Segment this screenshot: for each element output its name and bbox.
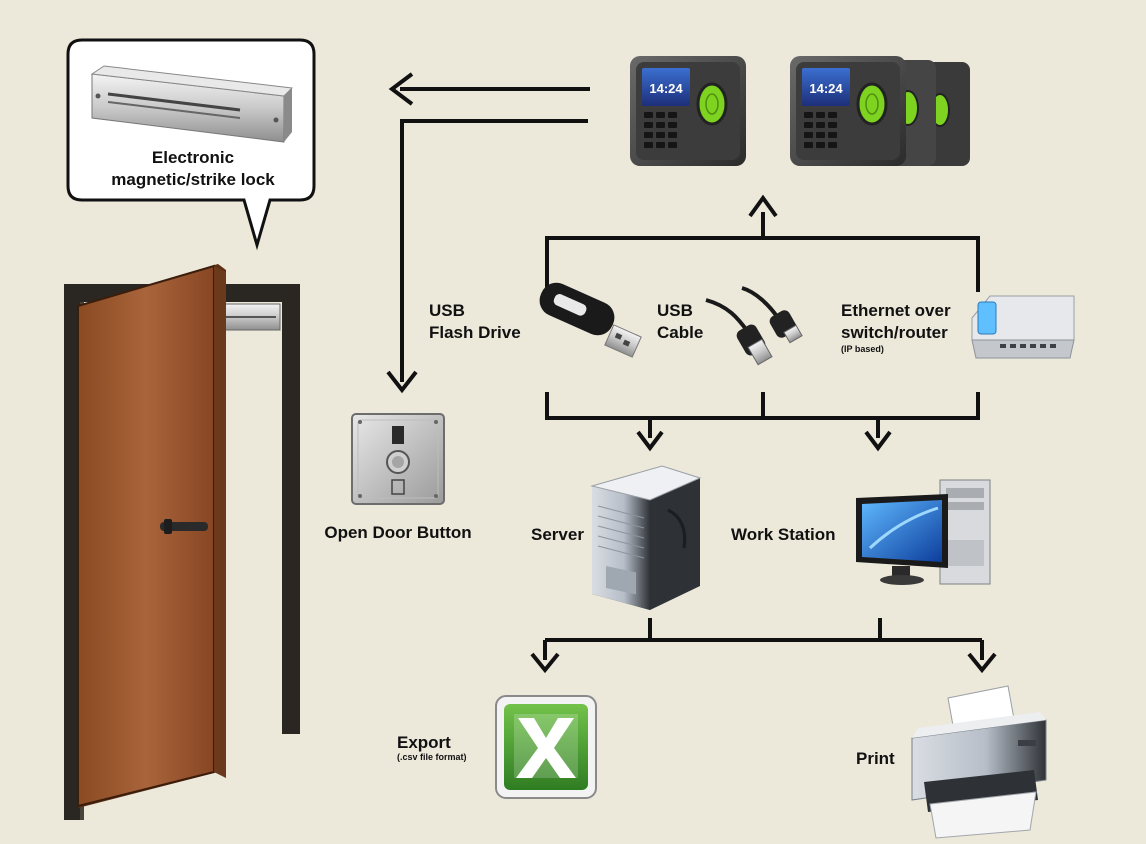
workstation-icon — [856, 479, 991, 585]
exit-button-icon — [351, 413, 445, 505]
workstation-label: Work Station — [731, 525, 836, 544]
terminal-screen-text: 14:24 — [649, 81, 683, 96]
terminal-screen-text: 14:24 — [809, 81, 843, 96]
usb-flash-label-line2: Flash Drive — [429, 323, 521, 342]
magnetic-lock-icon — [90, 65, 294, 143]
fingerprint-terminal-group-icon: 14:24 — [790, 56, 970, 166]
server-label: Server — [531, 525, 584, 544]
usb-flash-label-line1: USB — [429, 301, 465, 320]
usb-cable-label-line1: USB — [657, 301, 693, 320]
router-icon — [971, 295, 1075, 359]
print-label: Print — [856, 749, 895, 768]
lock-label-line1: Electronic — [152, 148, 234, 167]
arrow-to-lock — [388, 72, 414, 106]
ethernet-note: (IP based) — [841, 344, 884, 354]
arrow-to-export — [530, 652, 560, 674]
usb-flash-drive-icon — [539, 282, 642, 358]
printer-icon — [911, 685, 1047, 839]
ethernet-label-line2: switch/router — [841, 323, 948, 342]
arrow-to-server — [636, 430, 664, 452]
connectors — [400, 87, 984, 660]
excel-icon — [495, 695, 597, 799]
usb-cable-icon — [705, 286, 803, 366]
arrow-to-print — [967, 652, 997, 674]
arrow-to-exit-button — [386, 370, 418, 394]
export-note: (.csv file format) — [397, 752, 467, 762]
usb-cable-label-line2: Cable — [657, 323, 703, 342]
export-label: Export — [397, 733, 451, 752]
server-tower-icon — [590, 465, 702, 610]
arrow-to-terminals — [748, 194, 778, 218]
arrowheads — [386, 72, 997, 674]
door-icon — [64, 264, 300, 820]
lock-label-line2: magnetic/strike lock — [111, 170, 275, 189]
fingerprint-terminal-icon: 14:24 — [630, 56, 746, 166]
ethernet-label-line1: Ethernet over — [841, 301, 951, 320]
arrow-to-workstation — [864, 430, 892, 452]
open-door-label: Open Door Button — [324, 523, 471, 542]
lock-callout — [66, 38, 316, 251]
